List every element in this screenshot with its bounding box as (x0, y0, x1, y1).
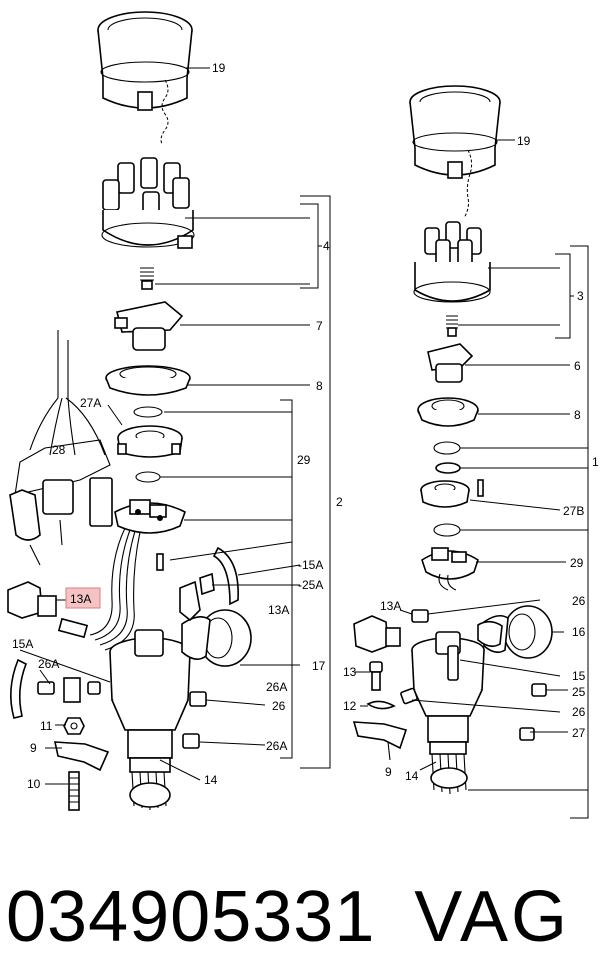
callout-27b: 27B (563, 504, 584, 518)
right-cam-hub (420, 479, 484, 508)
callout-25a: -25A (298, 578, 323, 592)
callout-3: 3 (577, 289, 584, 303)
right-leader-lines (355, 245, 589, 819)
callout-7-left: 7 (316, 319, 323, 333)
left-breaker-plate (114, 499, 186, 534)
callout-16: 16 (572, 625, 586, 639)
callout-19-right: 19 (517, 134, 531, 148)
callout-28: 28 (52, 443, 66, 457)
left-bracket-and-clip (179, 546, 239, 622)
part-number: 034905331 (6, 877, 376, 957)
right-fasteners (366, 661, 547, 741)
callout-26-right-1: 26 (572, 594, 586, 608)
callout-13: 13 (343, 665, 357, 679)
callout-19-left: 19 (212, 61, 226, 75)
callout-12: 12 (343, 699, 357, 713)
left-connector-13a (7, 581, 66, 619)
callout-10: 10 (27, 777, 41, 791)
callout-15a-left: 15A (12, 637, 33, 651)
exploded-parts-diagram: 19 4 7 8 27A 29 28 2 13A -15A -25A 13A 1… (7, 11, 599, 819)
right-clamp (352, 721, 408, 750)
callout-27a: 27A (80, 396, 101, 410)
callout-26a-2: 26A (266, 680, 287, 694)
callout-8-left: 8 (316, 379, 323, 393)
callout-2: 2 (336, 495, 343, 509)
left-callout-labels: 19 4 7 8 27A 29 28 2 13A -15A -25A 13A 1… (12, 61, 343, 791)
callout-26-right-2: 26 (572, 705, 586, 719)
left-distributor-cap (101, 157, 195, 249)
left-leader-lines (19, 195, 331, 785)
right-clamp-leg (387, 741, 391, 761)
right-breaker-plate (421, 547, 479, 591)
callout-13a-highlight: 13A (70, 592, 91, 606)
left-cam-hub (117, 425, 183, 458)
callout-26a-1: 26A (38, 657, 59, 671)
left-stud (68, 771, 80, 811)
callout-11: 11 (40, 719, 53, 733)
right-callout-labels: 19 3 6 8 1 27B 29 13A 26 16 13 15 25 12 … (343, 134, 599, 783)
left-washer (135, 471, 161, 483)
callout-13a-left: 13A (268, 603, 289, 617)
callout-26-left: 26 (272, 699, 286, 713)
left-clamp (53, 741, 110, 772)
callout-14-right: 14 (405, 769, 419, 783)
callout-15: 15 (572, 669, 586, 683)
callout-6: 6 (574, 359, 581, 373)
callout-26a-3: 26A (266, 739, 287, 753)
right-dust-cover (409, 85, 515, 219)
left-connector-group (9, 330, 113, 566)
right-distributor-cap (413, 221, 491, 303)
left-distributor-assembly (7, 11, 331, 811)
left-dust-shield (105, 365, 191, 396)
caption-bar: 034905331 VAG (0, 858, 600, 977)
callout-13a-right: 13A (380, 599, 401, 613)
callout-1: 1 (592, 455, 599, 469)
brand-name: VAG (414, 877, 570, 957)
right-distributor-assembly (352, 85, 589, 819)
left-dust-cover (97, 11, 210, 145)
callout-8-right: 8 (574, 408, 581, 422)
callout-9-right: 9 (385, 765, 392, 779)
callout-15a-right: -15A (298, 558, 323, 572)
callout-27: 27 (572, 726, 586, 740)
left-pin (156, 553, 164, 571)
left-distributor-body (109, 629, 191, 811)
highlight-13a-box (65, 587, 101, 609)
right-dust-shield (417, 397, 479, 427)
callout-25: 25 (572, 685, 586, 699)
callout-14-left: 14 (204, 773, 218, 787)
callout-29-left: 29 (297, 453, 311, 467)
callout-9-left: 9 (30, 741, 37, 755)
right-lower-circlip (433, 523, 461, 537)
left-vacuum-advance (181, 609, 252, 667)
callout-29-right: 29 (570, 556, 584, 570)
left-fasteners (37, 677, 207, 749)
callout-4: 4 (323, 239, 330, 253)
right-distributor-body (411, 631, 485, 795)
right-carbon-brush-spring (446, 315, 458, 337)
right-rotor (427, 343, 474, 383)
left-spring-clip (10, 658, 28, 719)
left-carbon-brush-spring (140, 267, 154, 290)
right-circlip (433, 441, 461, 455)
left-circlip (133, 406, 163, 418)
left-rotor (114, 301, 184, 351)
right-connector-13a (353, 609, 429, 653)
right-washer (435, 462, 461, 474)
right-vacuum-advance (477, 605, 553, 659)
callout-17: 17 (312, 659, 326, 673)
